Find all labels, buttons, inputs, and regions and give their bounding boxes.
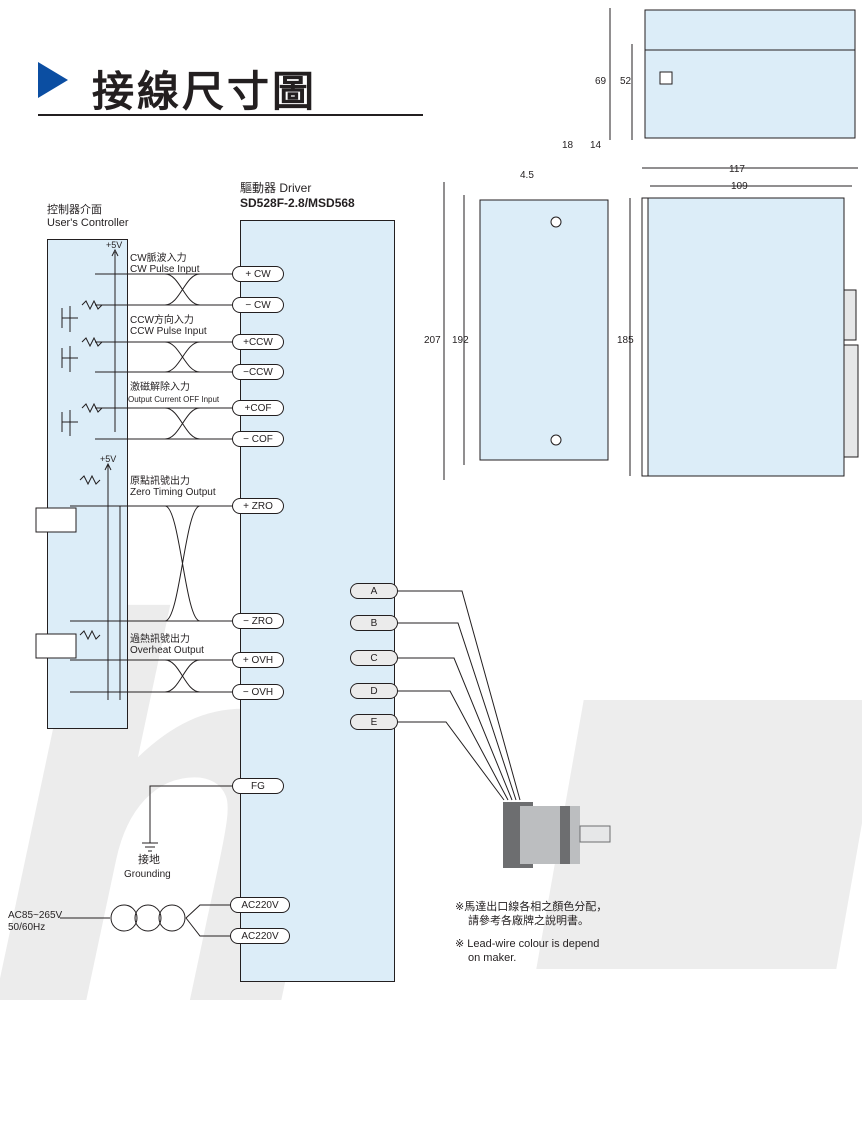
motor-terminal-c: C	[350, 650, 398, 666]
driver-model: SD528F-2.8/MSD568	[240, 196, 355, 210]
terminal-cw-minus: − CW	[232, 297, 284, 313]
cw-label-zh: CW脈波入力	[130, 253, 187, 264]
dim-109: 109	[731, 181, 748, 192]
dim-4-5: 4.5	[520, 170, 534, 181]
terminal-cof-plus: +COF	[232, 400, 284, 416]
cw-label-en: CW Pulse Input	[130, 264, 200, 275]
page-title: 接線尺寸圖	[92, 67, 318, 116]
dim-69: 69	[595, 76, 607, 87]
zro-label-zh: 原點訊號出力	[130, 476, 190, 487]
dim-207: 207	[424, 335, 441, 346]
wiring-drawing	[35, 8, 859, 937]
ovh-label-zh: 過熱訊號出力	[130, 634, 190, 645]
controller-label-en: User's Controller	[47, 217, 129, 229]
note-zh-line1: ※馬達出口線各相之顏色分配，	[455, 901, 608, 913]
driver-label: 驅動器 Driver	[240, 181, 312, 195]
dim-192: 192	[452, 335, 469, 346]
ac-input-frequency: 50/60Hz	[8, 922, 46, 933]
terminal-ac-1: AC220V	[230, 897, 290, 913]
cof-label-zh: 激磁解除入力	[130, 382, 190, 393]
terminal-ccw-plus: +CCW	[232, 334, 284, 350]
ovh-label-en: Overheat Output	[130, 645, 204, 656]
title-underline	[38, 114, 423, 116]
ground-label-en: Grounding	[124, 869, 171, 880]
cof-label-en: Output Current OFF Input	[128, 395, 220, 404]
dim-185: 185	[617, 335, 634, 346]
ccw-label-zh: CCW方向入力	[130, 315, 194, 326]
dim-18: 18	[562, 140, 574, 151]
ccw-label-en: CCW Pulse Input	[130, 326, 207, 337]
stepper-motor-icon	[503, 802, 611, 868]
motor-terminal-d: D	[350, 683, 398, 699]
terminal-cof-minus: − COF	[232, 431, 284, 447]
terminal-zro-plus: + ZRO	[232, 498, 284, 514]
terminal-ccw-minus: −CCW	[232, 364, 284, 380]
terminal-ovh-plus: + OVH	[232, 652, 284, 668]
dim-52: 52	[620, 76, 632, 87]
note-en-line1: ※ Lead-wire colour is depend	[455, 938, 600, 950]
dim-14: 14	[590, 140, 602, 151]
terminal-fg: FG	[232, 778, 284, 794]
ac-input-voltage: AC85~265V	[8, 910, 63, 921]
terminal-ovh-minus: − OVH	[232, 684, 284, 700]
motor-terminal-b: B	[350, 615, 398, 631]
zro-label-en: Zero Timing Output	[130, 487, 216, 498]
supply-label-bottom: +5V	[100, 454, 117, 464]
note-en-line2: on maker.	[468, 952, 517, 964]
controller-label-zh: 控制器介面	[47, 204, 102, 216]
terminal-cw-plus: + CW	[232, 266, 284, 282]
terminal-zro-minus: − ZRO	[232, 613, 284, 629]
title-arrow-icon	[38, 62, 68, 98]
ground-label-zh: 接地	[138, 854, 160, 866]
motor-terminal-e: E	[350, 714, 398, 730]
motor-terminal-a: A	[350, 583, 398, 599]
supply-label-top: +5V	[106, 240, 123, 250]
dim-117: 117	[729, 164, 745, 175]
note-zh-line2: 請參考各廠牌之說明書。	[468, 915, 589, 927]
terminal-ac-2: AC220V	[230, 928, 290, 944]
